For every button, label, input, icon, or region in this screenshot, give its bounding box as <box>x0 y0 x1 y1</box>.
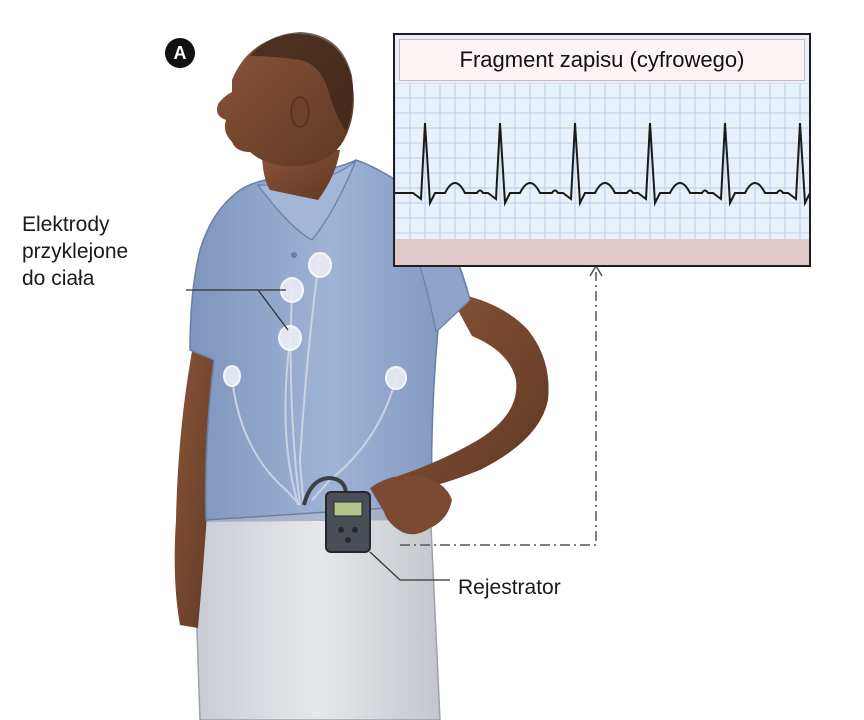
panel-letter-badge: A <box>165 38 195 68</box>
recorder-label: Rejestrator <box>450 566 622 610</box>
ecg-panel-title: Fragment zapisu (cyfrowego) <box>399 39 805 81</box>
ecg-panel-bottom-band <box>395 239 809 265</box>
ecg-grid <box>395 83 809 241</box>
trousers <box>196 505 440 720</box>
ecg-trace <box>395 83 809 241</box>
ecg-waveform <box>395 123 809 203</box>
electrodes-label: Elektrody przyklejone do ciała <box>16 207 186 313</box>
holter-recorder <box>326 492 370 552</box>
ecg-recording-panel: Fragment zapisu (cyfrowego) <box>393 33 811 267</box>
